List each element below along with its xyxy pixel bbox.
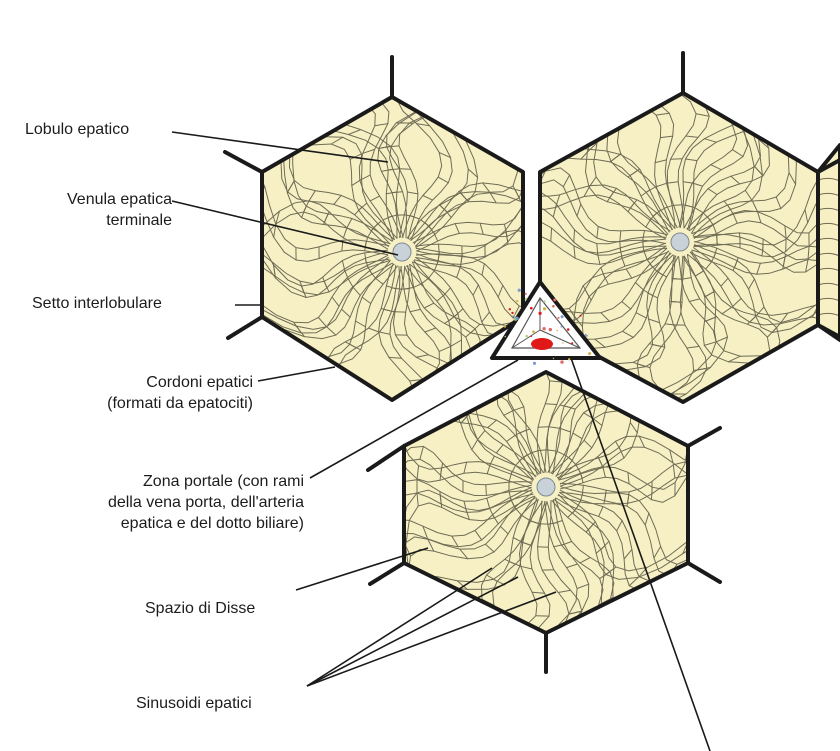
portal-speckle — [552, 305, 555, 308]
septum-stub — [225, 152, 262, 172]
portal-speckle — [585, 334, 587, 336]
portal-speckle — [531, 335, 533, 337]
portal-speckle — [533, 362, 536, 365]
portal-speckle — [505, 336, 507, 338]
septum-stub — [368, 446, 404, 470]
portal-speckle — [560, 360, 563, 363]
portal-speckle — [515, 317, 518, 320]
label-zona-portale: Zona portale (con rami della vena porta,… — [10, 471, 304, 534]
portal-speckle — [571, 342, 573, 344]
portal-speckle — [504, 325, 506, 327]
portal-speckle — [543, 307, 546, 310]
label-cordoni-line2: (formati da epatociti) — [20, 393, 253, 414]
portal-speckle — [539, 312, 542, 315]
portal-speckle — [516, 300, 518, 302]
portal-speckle — [558, 317, 560, 319]
label-zona-line1: Zona portale (con rami — [10, 471, 304, 492]
portal-speckle — [560, 326, 562, 328]
lobule-top-right — [505, 67, 840, 417]
portal-speckle — [518, 289, 521, 292]
portal-speckle — [553, 298, 556, 301]
septum-stub — [370, 563, 404, 584]
label-venula-line1: Venula epatica — [20, 189, 172, 210]
label-zona-line2: della vena porta, dell'arteria — [10, 492, 304, 513]
lobule-partial-right-fill — [818, 145, 840, 340]
leader-cordoni — [258, 367, 335, 381]
label-venula-epatica: Venula epatica terminale — [20, 189, 172, 231]
label-setto-interlobulare: Setto interlobulare — [32, 293, 162, 314]
portal-speckle — [556, 318, 558, 320]
lobule-top-left-central-vein — [393, 243, 411, 261]
portal-speckle — [525, 293, 527, 295]
label-sinusoidi-epatici: Sinusoidi epatici — [136, 693, 252, 714]
lobule-bottom-fill — [404, 372, 688, 633]
septum-stub — [688, 428, 720, 446]
portal-speckle — [556, 330, 558, 332]
portal-speckle — [543, 301, 545, 303]
portal-speckle — [542, 327, 545, 330]
portal-speckle — [567, 328, 570, 331]
portal-speckle — [553, 358, 554, 359]
lobule-top-left — [227, 79, 577, 427]
portal-speckle — [526, 335, 528, 337]
portal-speckle — [530, 307, 533, 310]
portal-vein-red — [531, 338, 553, 350]
portal-speckle — [588, 352, 591, 355]
lobule-top-right-central-vein — [671, 233, 689, 251]
leader-disse — [296, 548, 428, 590]
septum-stub — [228, 317, 262, 338]
portal-speckle — [561, 315, 564, 318]
portal-speckle — [512, 316, 514, 318]
label-cordoni-epatici: Cordoni epatici (formati da epatociti) — [20, 372, 253, 414]
label-cordoni-line1: Cordoni epatici — [20, 372, 253, 393]
label-zona-line3: epatica e del dotto biliare) — [10, 513, 304, 534]
portal-speckle — [578, 322, 580, 324]
lobules-group — [227, 67, 840, 662]
portal-speckle — [568, 358, 570, 360]
lobule-bottom-central-vein — [537, 478, 555, 496]
portal-speckle — [549, 328, 552, 331]
portal-speckle — [562, 342, 563, 343]
portal-speckle — [514, 314, 516, 316]
portal-speckle — [509, 308, 511, 310]
label-venula-line2: terminale — [20, 210, 172, 231]
portal-speckle — [532, 330, 535, 333]
label-lobulo-epatico: Lobulo epatico — [25, 119, 129, 140]
portal-speckle — [525, 298, 527, 300]
label-spazio-di-disse: Spazio di Disse — [145, 598, 255, 619]
lobule-partial-right — [818, 145, 840, 340]
leader-sinusoidi-2 — [307, 577, 518, 686]
portal-speckle — [580, 315, 582, 317]
portal-speckle — [511, 312, 513, 314]
septum-stub — [688, 563, 720, 582]
